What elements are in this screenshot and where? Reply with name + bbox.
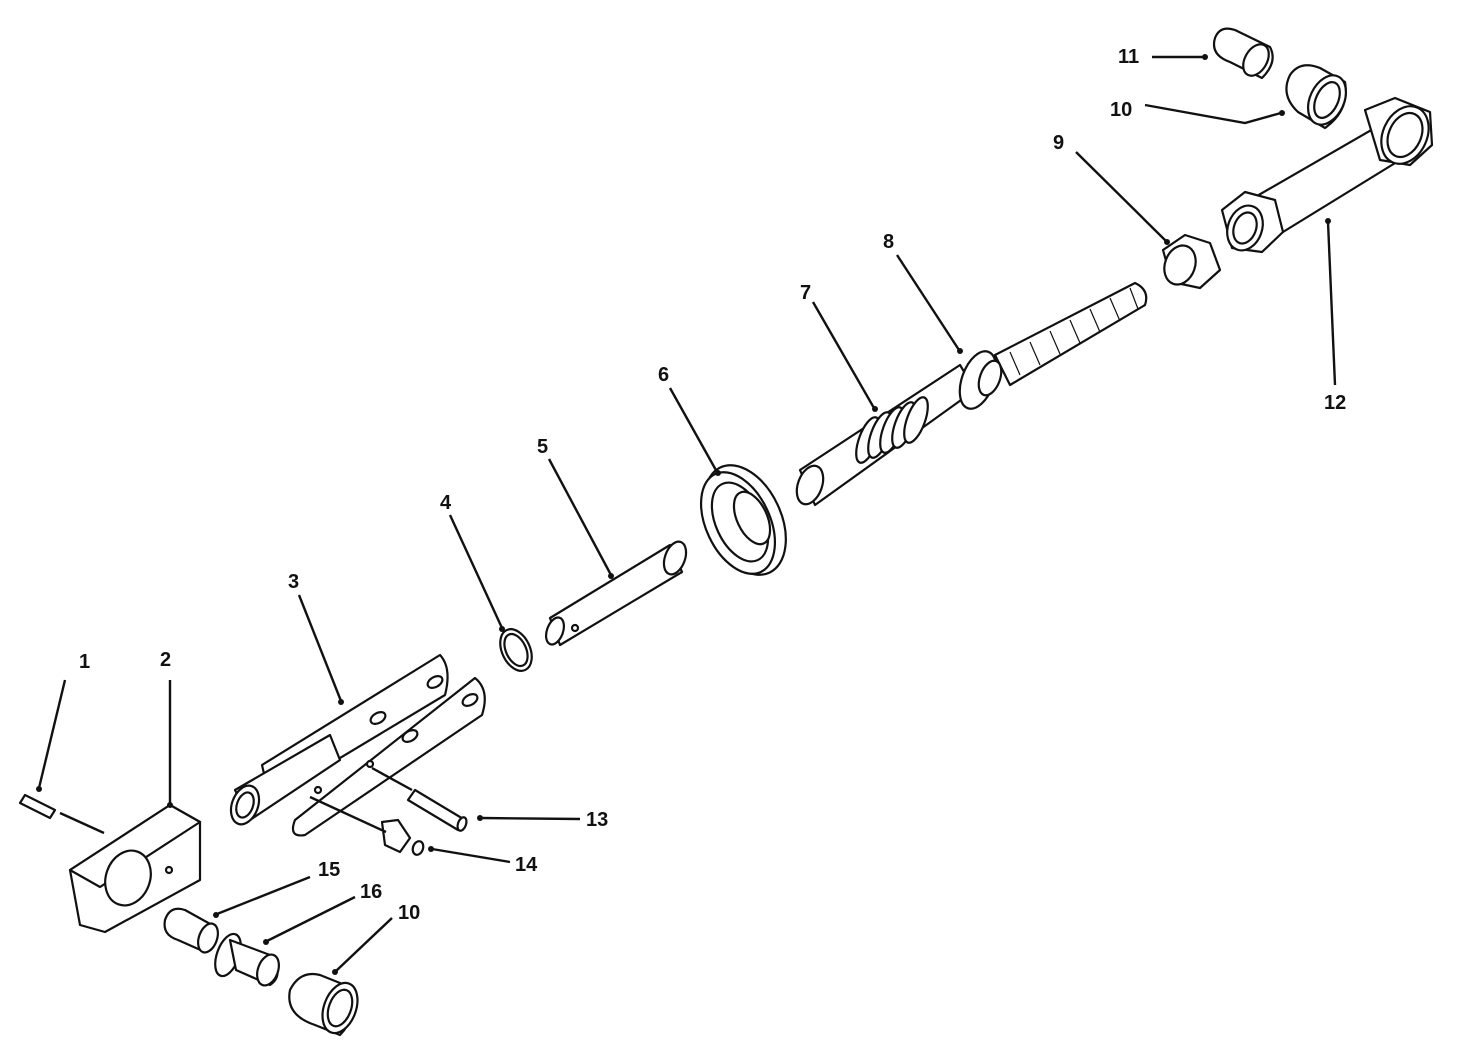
part-14-grease-fitting [380,818,425,856]
callout-15: 15 [318,859,341,881]
part-9-hex-nut [1161,233,1222,290]
part-6-cup-washer [699,464,787,576]
callout-8: 8 [883,231,895,253]
part-4-ring [499,628,533,672]
part-10-bushing-upper [1285,64,1348,130]
callout-3: 3 [288,571,300,593]
part-13-pin [406,788,468,832]
callout-13: 13 [586,809,609,831]
callout-14: 14 [515,854,538,876]
part-15-sleeve [163,907,219,954]
part-12-rod-end [1220,96,1434,254]
callout-10-lower: 10 [398,902,421,924]
part-11-sleeve [1212,27,1274,80]
part-7-spring [855,396,929,464]
callout-10-upper: 10 [1110,99,1133,121]
part-16-flanged-bushing [214,932,280,987]
callout-11: 11 [1118,46,1140,68]
callout-7: 7 [800,282,812,304]
part-3-clevis-bracket [229,653,486,837]
callout-5: 5 [537,436,549,458]
part-8-threaded-rod [795,281,1148,507]
callout-4: 4 [440,492,452,514]
callout-9: 9 [1053,132,1065,154]
callout-6: 6 [658,364,670,386]
callout-1: 1 [79,651,91,673]
part-1-pin [18,793,57,820]
part-2-end-block [68,803,202,934]
callout-16: 16 [360,881,383,903]
callout-2: 2 [160,649,172,671]
leader-lines [36,54,1337,975]
part-10-bushing-lower [288,972,359,1037]
callout-12: 12 [1324,392,1347,414]
part-5-clevis-pin [544,540,688,647]
